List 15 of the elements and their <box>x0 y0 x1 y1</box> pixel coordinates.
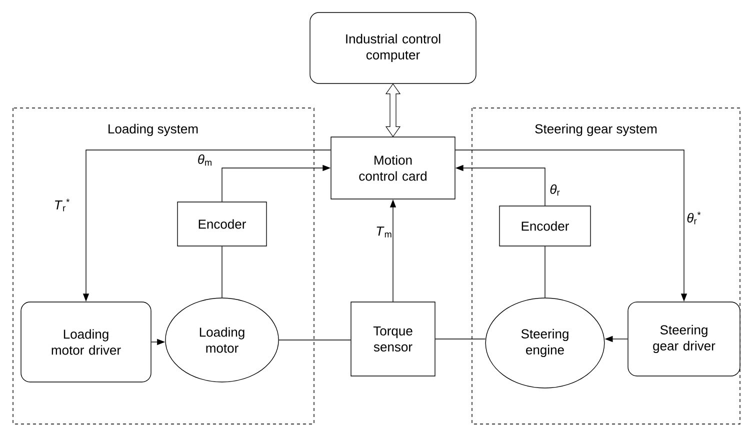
edge-label: θ$_{r}$ <box>550 184 560 196</box>
rounded-box: Steering gear driver <box>628 302 740 376</box>
rounded-box: Industrial control computer <box>310 12 476 84</box>
arrow <box>385 83 401 138</box>
ellipse-node: Steering engine <box>485 298 605 388</box>
ellipse-node: Loading motor <box>165 298 279 382</box>
edge-label: θ$_{r}$* <box>687 212 701 224</box>
edge-label: T$_{m}$ <box>376 226 392 238</box>
box: Encoder <box>499 206 591 246</box>
rounded-box: Loading motor driver <box>20 302 152 382</box>
edge-label: θ$_{m}$ <box>198 154 212 166</box>
box: Torque sensor <box>350 302 436 376</box>
edge-label: T$_{r}$* <box>55 198 70 212</box>
box: Encoder <box>177 202 267 246</box>
box: Motion control card <box>330 136 456 200</box>
